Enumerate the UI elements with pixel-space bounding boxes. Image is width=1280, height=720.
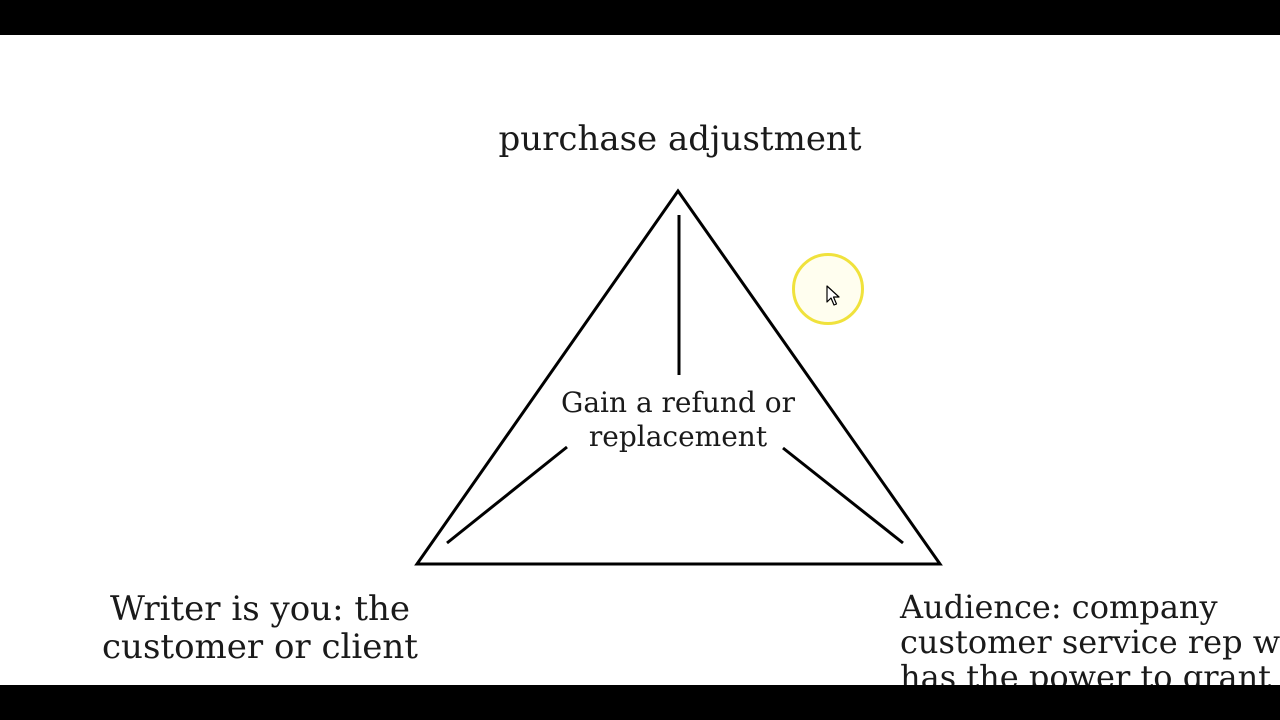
audience-vertex-label: Audience: company customer service rep w… <box>900 588 1280 686</box>
top-label-text: purchase adjustment <box>498 119 862 159</box>
left-label-line-2: customer or client <box>102 627 418 667</box>
right-label-line-2: customer service rep w <box>900 623 1280 661</box>
slide-canvas: purchase adjustment Gain a refund or rep… <box>0 35 1280 685</box>
bottom-letterbox-bar <box>0 685 1280 720</box>
triangle-outline <box>414 188 943 566</box>
center-label-line-2: replacement <box>588 420 768 453</box>
mouse-pointer-icon <box>826 285 840 306</box>
rhetorical-triangle-diagram <box>414 188 943 566</box>
line-to-left-vertex <box>446 445 568 545</box>
right-label-line-1: Audience: company <box>900 588 1218 626</box>
center-purpose-label: Gain a refund or replacement <box>530 386 826 454</box>
top-vertex-label: purchase adjustment <box>440 117 920 161</box>
left-label-line-1: Writer is you: the <box>109 589 411 629</box>
line-to-right-vertex <box>782 446 904 545</box>
right-label-line-3: has the power to grant y <box>900 658 1280 686</box>
center-label-line-1: Gain a refund or <box>561 386 795 419</box>
writer-vertex-label: Writer is you: the customer or client <box>60 590 460 666</box>
top-letterbox-bar <box>0 0 1280 35</box>
